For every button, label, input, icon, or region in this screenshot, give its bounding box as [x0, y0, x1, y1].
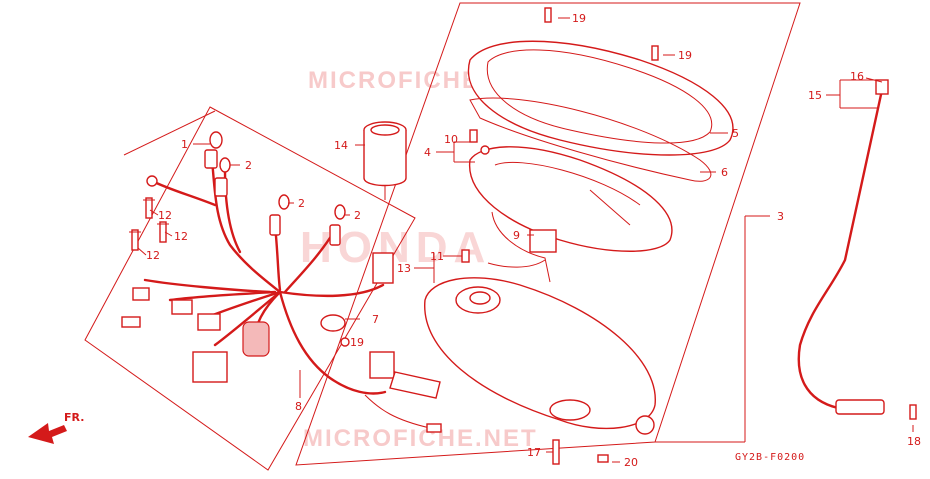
meter-gasket	[469, 97, 712, 182]
callout-2: 2	[354, 209, 361, 222]
callout-1: 1	[181, 138, 188, 151]
leader-lines	[137, 17, 914, 463]
screw-head	[340, 337, 350, 347]
callout-7: 7	[372, 313, 379, 326]
screw	[129, 229, 141, 251]
front-marker-label: FR.	[64, 411, 84, 424]
bulb-socket-connector	[214, 177, 228, 197]
bulb	[209, 131, 223, 149]
watermark-center: HONDA	[300, 223, 491, 272]
callout-12: 12	[174, 230, 188, 243]
callout-20: 20	[624, 456, 638, 469]
speedometer-cable	[797, 79, 889, 415]
small-grommet	[469, 129, 478, 143]
harness-connector	[369, 351, 395, 379]
bulb-socket-connector	[329, 224, 341, 246]
callout-2: 2	[245, 159, 252, 172]
meter-lens-cover	[467, 40, 734, 156]
callout-3: 3	[777, 210, 784, 223]
bulb	[219, 157, 231, 173]
socket-bracket	[529, 229, 557, 253]
indicator-socket	[242, 321, 270, 357]
callout-15: 15	[808, 89, 822, 102]
connector-bracket	[389, 371, 441, 399]
screw	[651, 45, 659, 61]
callout-4: 4	[424, 146, 431, 159]
wire-clamp	[320, 314, 346, 332]
callout-14: 14	[334, 139, 348, 152]
callout-9: 9	[513, 229, 520, 242]
callout-13: 13	[397, 262, 411, 275]
bulb-socket-connector	[269, 214, 281, 236]
callout-18: 18	[907, 435, 921, 448]
relay-unit	[363, 121, 407, 200]
harness-connector	[171, 299, 193, 315]
harness-connector	[372, 252, 394, 284]
harness-connector	[121, 316, 141, 328]
callout-17: 17	[527, 446, 541, 459]
wiring-harness-frame	[84, 106, 416, 471]
socket-wire	[487, 259, 546, 268]
callout-10: 10	[444, 133, 458, 146]
meter-panel	[469, 145, 673, 252]
callout-2: 2	[298, 197, 305, 210]
bulb	[278, 194, 290, 210]
callout-19: 19	[350, 336, 364, 349]
callout-6: 6	[721, 166, 728, 179]
callout-11: 11	[430, 250, 444, 263]
screw	[552, 439, 560, 465]
callout-16: 16	[850, 70, 864, 83]
screw	[157, 221, 169, 243]
screw	[597, 454, 609, 463]
wire-terminal	[426, 423, 442, 433]
callout-12: 12	[158, 209, 172, 222]
harness-connector	[197, 313, 221, 331]
watermark-bottom: MICROFICHE.NET	[303, 425, 538, 452]
bulb	[334, 204, 346, 220]
main-connector	[192, 351, 228, 383]
front-arrow-icon	[28, 423, 67, 444]
callout-12: 12	[146, 249, 160, 262]
bulb-socket-connector	[204, 149, 218, 169]
callout-19: 19	[572, 12, 586, 25]
callout-19: 19	[678, 49, 692, 62]
frame-edge	[123, 110, 216, 156]
harness-connector	[132, 287, 150, 301]
socket-wire	[491, 211, 551, 283]
screw	[544, 7, 552, 23]
small-grommet	[461, 249, 470, 263]
screw	[909, 404, 917, 420]
screw	[143, 197, 155, 219]
callout-8: 8	[295, 400, 302, 413]
diagram-code: GY2B-F0200	[735, 452, 805, 463]
ring-terminal	[146, 175, 158, 187]
meter-case	[424, 277, 656, 435]
callout-5: 5	[732, 127, 739, 140]
